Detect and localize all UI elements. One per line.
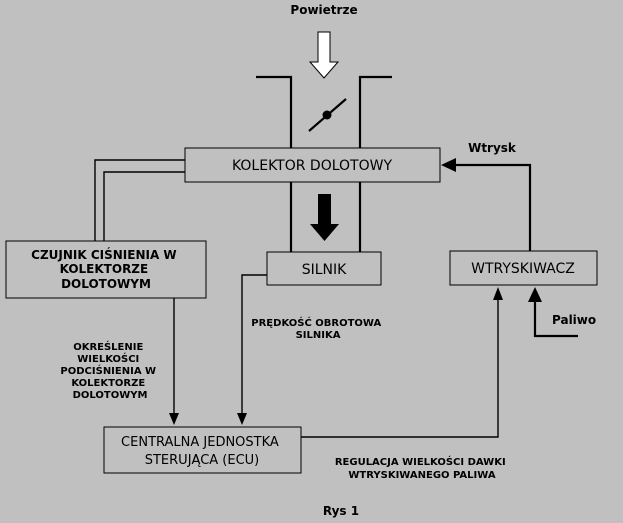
dose-line-2: WTRYSKIWANEGO PALIWA (348, 470, 495, 481)
engine-to-ecu-line (241, 274, 267, 418)
intake-wall-right (358, 75, 392, 148)
dose-line-1: REGULACJA WIELKOŚCI DAWKI (335, 455, 506, 468)
rpm-line-2: SILNIKA (296, 330, 341, 341)
engine-box (266, 251, 382, 286)
fuel-label: Paliwo (552, 313, 596, 327)
engine-label: SILNIK (302, 262, 347, 278)
pressure-sensor-line-2: KOLEKTORZE (60, 262, 149, 276)
fuel-arrowhead (528, 287, 542, 302)
ecu-to-injector-arrowhead (493, 287, 503, 300)
vacuum-line-3: PODCIŚNIENIA W (60, 364, 156, 377)
rpm-line-1: PRĘDKOŚĆ OBROTOWA (251, 316, 381, 329)
pressure-sensor-line-3: DOLOTOWYM (61, 277, 151, 291)
manifold-label: KOLEKTOR DOLOTOWY (232, 158, 392, 174)
rpm-annotation: PRĘDKOŚĆ OBROTOWA SILNIKA (251, 316, 384, 341)
air-intake-arrow (308, 31, 340, 79)
injector-to-manifold-line (456, 163, 532, 251)
ecu-box (103, 426, 302, 474)
pressure-line-inner (103, 171, 185, 241)
throttle-valve-icon (308, 98, 347, 132)
injector-to-manifold-arrowhead (441, 158, 456, 172)
intake-wall-left (256, 75, 293, 148)
ecu-to-injector-line (301, 300, 499, 438)
vacuum-line-2: WIELKOŚCI (77, 352, 139, 365)
ecu-line-1: CENTRALNA JEDNOSTKA (121, 435, 279, 450)
fuel-line (533, 302, 578, 338)
manifold-box (184, 147, 441, 183)
vacuum-line-4: KOLEKTORZE (71, 378, 145, 389)
pressure-sensor-label: CZUJNIK CIŚNIENIA W KOLEKTORZE DOLOTOWYM (31, 247, 181, 291)
pressure-sensor-line-1: CZUJNIK CIŚNIENIA W (31, 247, 177, 262)
ecu-label: CENTRALNA JEDNOSTKA STERUJĄCA (ECU) (121, 435, 283, 468)
pressure-line-outer (94, 159, 185, 241)
sensor-to-ecu-arrowhead (169, 413, 179, 425)
pressure-sensor-box (5, 240, 207, 299)
figure-caption: Rys 1 (323, 504, 359, 518)
air-label: Powietrze (290, 3, 357, 17)
injector-label: WTRYSKIWACZ (471, 261, 575, 277)
injection-label: Wtrysk (468, 141, 517, 155)
engine-flow-arrow (310, 194, 339, 241)
vacuum-line-5: DOLOTOWYM (73, 390, 148, 401)
dose-annotation: REGULACJA WIELKOŚCI DAWKI WTRYSKIWANEGO … (335, 455, 509, 481)
engine-to-ecu-arrowhead (237, 413, 247, 425)
vacuum-line-1: OKREŚLENIE (73, 340, 143, 353)
vacuum-annotation: OKREŚLENIE WIELKOŚCI PODCIŚNIENIA W KOLE… (60, 340, 159, 401)
ecu-line-2: STERUJĄCA (ECU) (145, 453, 260, 468)
injector-box (449, 250, 598, 286)
